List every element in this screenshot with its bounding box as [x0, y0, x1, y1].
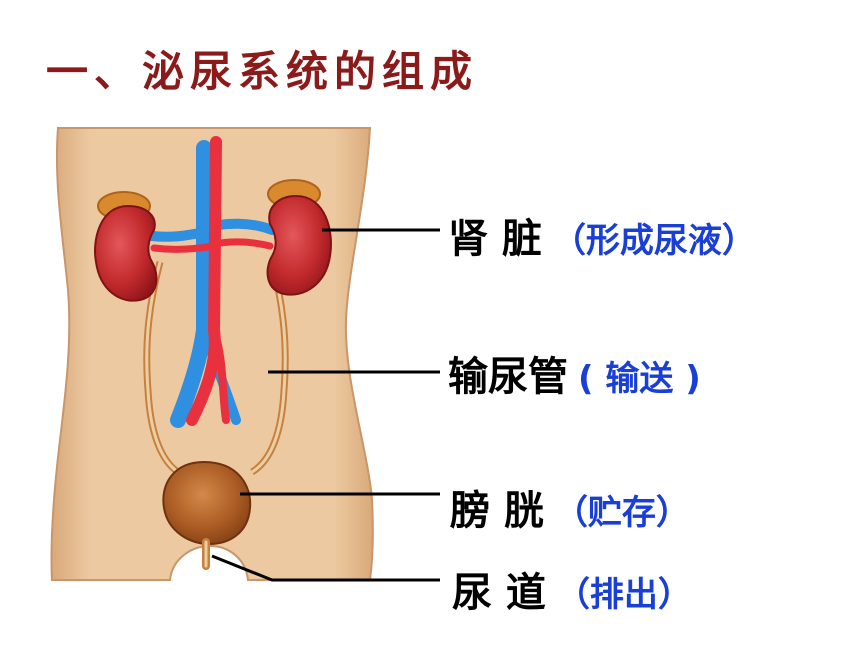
kidney-function: （形成尿液） [551, 221, 756, 261]
bladder [162, 460, 252, 546]
leader-line-urethra [211, 554, 440, 582]
bladder-name: 膀 胱 [450, 488, 544, 534]
urethra-name: 尿 道 [452, 570, 546, 616]
right-iliac-artery [210, 326, 230, 424]
bladder-function: （贮存） [553, 493, 690, 533]
ureter-name: 输尿管 [448, 354, 568, 400]
left-kidney [94, 204, 158, 302]
ureter-function: ( 输送 ) [578, 359, 701, 399]
left-ureter-inner [145, 261, 179, 474]
kidney-name: 肾 脏 [448, 216, 542, 262]
kidney-label: 肾 脏（形成尿液） [448, 206, 756, 264]
left-renal-artery [150, 242, 218, 253]
right-kidney [266, 194, 332, 296]
right-ureter-inner [251, 261, 287, 474]
right-renal-artery [210, 238, 274, 250]
bladder-label: 膀 胱（贮存） [450, 478, 690, 536]
page-title: 一、泌尿系统的组成 [46, 47, 479, 96]
urethra-label: 尿 道（排出） [452, 560, 692, 618]
ureter-label: 输尿管( 输送 ) [448, 344, 701, 402]
left-renal-vein [147, 227, 209, 242]
urethra-function: （排出） [555, 575, 692, 615]
